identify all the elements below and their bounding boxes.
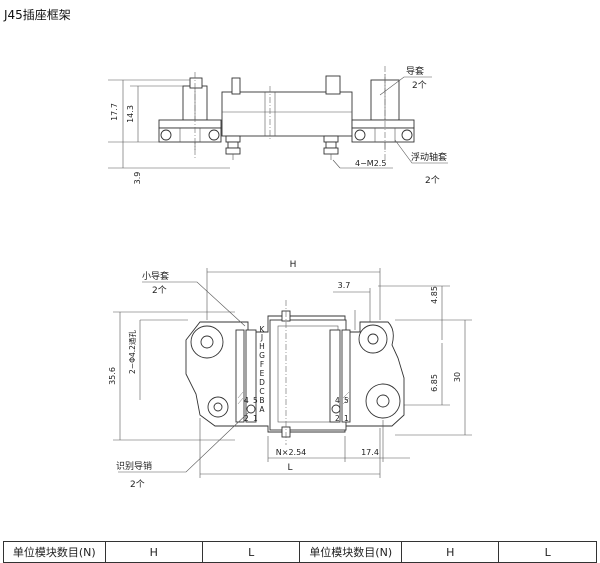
key-right-4: 4: [335, 396, 340, 405]
key-left-5: 5: [253, 396, 258, 405]
table-header-row: 单位模块数目(N) H L 单位模块数目(N) H L: [3, 541, 597, 563]
dim-35-6: 35.6: [108, 367, 117, 385]
letter-e: E: [260, 369, 265, 378]
dim-holes: 2−Φ4.2通孔: [127, 330, 137, 374]
page-title: J45插座框架: [4, 8, 71, 22]
key-right-1: 1: [344, 414, 349, 423]
letter-a: A: [259, 405, 265, 414]
letter-b: B: [259, 396, 264, 405]
header-module-count-1: 单位模块数目(N): [3, 541, 106, 563]
key-right-2: 2: [335, 414, 340, 423]
header-l-2: L: [498, 541, 597, 563]
label-id-pin-qty: 2个: [130, 479, 145, 490]
key-right-5: 5: [344, 396, 349, 405]
dim-height-part: 14.3: [126, 105, 135, 123]
dim-bottom: 3.9: [133, 172, 142, 185]
letter-column: K J H G F E D C B A: [259, 325, 265, 414]
letter-h: H: [259, 342, 265, 351]
letter-f: F: [260, 360, 264, 369]
header-l-1: L: [201, 541, 301, 563]
header-h-1: H: [104, 541, 203, 563]
key-left-1: 1: [253, 414, 258, 423]
dim-3-7: 3.7: [338, 281, 351, 290]
spec-table: 单位模块数目(N) H L 单位模块数目(N) H L: [3, 541, 597, 563]
letter-g: G: [259, 351, 265, 360]
letter-c: C: [259, 387, 264, 396]
letter-j: J: [260, 333, 263, 342]
dim-H: H: [290, 260, 297, 270]
letter-k: K: [260, 325, 266, 334]
dim-height-total: 17.7: [110, 103, 119, 121]
label-guide-sleeve-qty: 2个: [412, 80, 427, 91]
dim-6-85: 6.85: [430, 374, 439, 392]
label-guide-sleeve: 导套: [406, 65, 424, 77]
label-screw: 4−M2.5: [355, 159, 386, 168]
label-id-pin: 识别导销: [116, 460, 152, 472]
dim-L: L: [287, 463, 292, 473]
front-view: H 3.7 4.85 6.85 30 35.6 2−Φ4.2通孔: [108, 260, 472, 490]
label-floating-bush-qty: 2个: [425, 175, 440, 186]
technical-drawing: 17.7 14.3 3.9 导套 2个 4−M2.5 浮动轴套 2个 H 3.7…: [108, 65, 472, 490]
label-small-guide-qty: 2个: [152, 285, 167, 296]
key-left-4: 4: [244, 396, 249, 405]
top-view: 17.7 14.3 3.9 导套 2个 4−M2.5 浮动轴套 2个: [108, 65, 448, 186]
dim-17-4: 17.4: [361, 448, 379, 457]
letter-d: D: [259, 378, 265, 387]
dim-4-85: 4.85: [430, 286, 439, 304]
header-h-2: H: [400, 541, 500, 563]
label-floating-bush: 浮动轴套: [411, 151, 447, 163]
header-module-count-2: 单位模块数目(N): [299, 541, 402, 563]
dim-pitch: N×2.54: [276, 448, 307, 457]
key-left-2: 2: [244, 414, 249, 423]
dim-30: 30: [453, 372, 462, 382]
label-small-guide: 小导套: [142, 270, 169, 282]
